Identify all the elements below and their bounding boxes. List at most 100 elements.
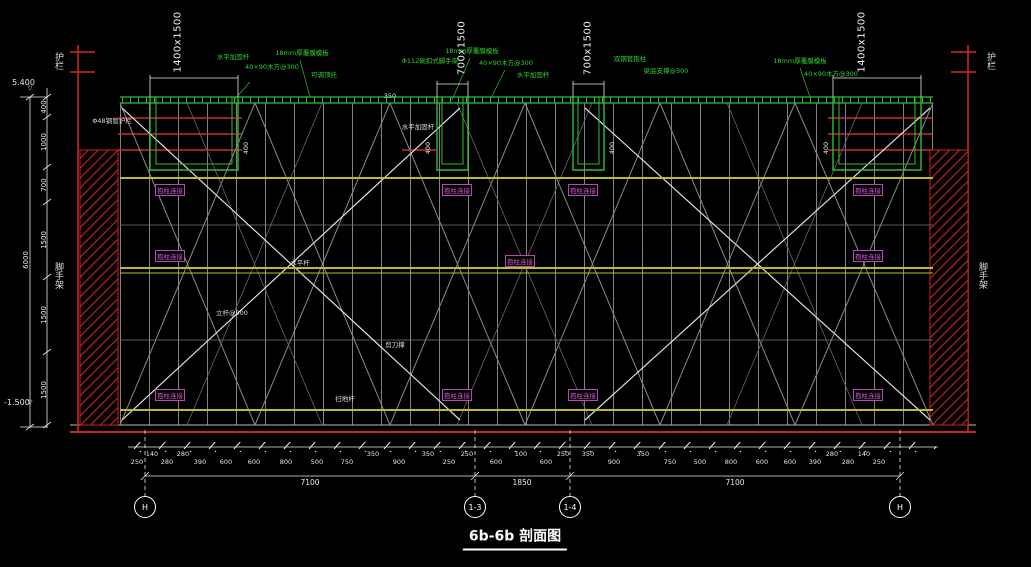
left-wall-hatch <box>79 149 119 426</box>
right-rail-label: 护栏 <box>985 52 995 70</box>
dim-value: 600 <box>489 458 503 466</box>
dim-value: 700 <box>40 178 48 192</box>
connector-label: 抱柱连接 <box>505 255 535 267</box>
annotation-dim: 400 <box>242 141 250 155</box>
connector-label: 抱柱连接 <box>155 184 185 196</box>
annotation-dim: 400 <box>608 141 616 155</box>
dim-value: 280 <box>176 450 190 458</box>
dim-value: 280 <box>825 450 839 458</box>
connector-label: 抱柱连接 <box>853 184 883 196</box>
connector-label: 抱柱连接 <box>568 184 598 196</box>
dim-value: 390 <box>808 458 822 466</box>
grid-bubble: H <box>134 496 156 518</box>
dim-value: 600 <box>539 458 553 466</box>
grid-bubble-circles <box>134 496 911 518</box>
grid-bubble: 1-4 <box>559 496 581 518</box>
dim-value: 750 <box>340 458 354 466</box>
dim-total: 7100 <box>725 478 745 487</box>
dim-value: 600 <box>219 458 233 466</box>
connector-label: 抱柱连接 <box>853 389 883 401</box>
left-scaffold-label: 脚手架 <box>53 262 63 289</box>
dim-value: 350 <box>421 450 435 458</box>
annotation-label: 18mm厚覆膜模板 <box>773 57 827 65</box>
dim-value: 900 <box>392 458 406 466</box>
connector-label: 抱柱连接 <box>568 389 598 401</box>
annotation-label: 梁底支撑@300 <box>643 67 689 75</box>
dim-value: 500 <box>310 458 324 466</box>
dim-value: 250 <box>872 458 886 466</box>
grid-bubble: H <box>889 496 911 518</box>
dim-value: 1500 <box>40 381 48 399</box>
dim-value: 400 <box>40 100 48 114</box>
elevation-marker-icon: ▽ <box>27 398 33 406</box>
grid-bubble: 1-3 <box>464 496 486 518</box>
dim-value: 390 <box>193 458 207 466</box>
drawing-title: 6b-6b 剖面图 <box>462 526 568 551</box>
dim-value: 250 <box>556 450 570 458</box>
annotation-label: 剪刀撑 <box>385 341 405 349</box>
annotation-label: 40×90木方@300 <box>479 59 533 67</box>
dimension-lines <box>20 75 938 497</box>
shear-braces <box>121 107 931 421</box>
dim-value: 800 <box>724 458 738 466</box>
connector-label: 抱柱连接 <box>442 184 472 196</box>
dim-value: 1500 <box>40 306 48 324</box>
dim-value: 800 <box>279 458 293 466</box>
annotation-label: 40×90木方@300 <box>245 63 299 71</box>
dim-value: 350 <box>581 450 595 458</box>
dim-value: 600 <box>755 458 769 466</box>
elevation-marker-icon: ▽ <box>27 84 33 92</box>
dimension-ticks <box>130 442 936 452</box>
formwork-green <box>120 57 933 171</box>
elevation-top: 5.400 <box>12 78 35 87</box>
right-scaffold-label: 脚手架 <box>977 262 987 289</box>
dim-total: 1850 <box>512 478 532 487</box>
secondary-diagonals <box>186 102 863 426</box>
dim-value: 1000 <box>40 133 48 151</box>
dim-value: 350 <box>366 450 380 458</box>
annotation-dim: 400 <box>424 141 432 155</box>
yellow-runners <box>120 177 933 411</box>
dim-total: 6000 <box>22 251 30 269</box>
annotation-label: Φ48钢管护栏 <box>92 117 132 125</box>
dim-value: 250 <box>460 450 474 458</box>
annotation-label: 水平杆 <box>290 259 310 267</box>
column-callout: 1400x1500 <box>856 11 868 73</box>
annotation-label: 18mm厚覆膜模板 <box>445 47 499 55</box>
horizontal-ledgers <box>120 224 933 341</box>
dim-value: 280 <box>160 458 174 466</box>
annotation-label: 水平加固杆 <box>216 53 250 61</box>
dim-value: 600 <box>247 458 261 466</box>
dim-value: 900 <box>607 458 621 466</box>
annotation-label: 双钢管抱柱 <box>613 55 647 63</box>
dim-value: 600 <box>783 458 797 466</box>
red-wall-lines <box>70 45 976 432</box>
dim-value: 1500 <box>40 231 48 249</box>
dim-value: 750 <box>663 458 677 466</box>
annotation-label: 扫地杆 <box>335 395 355 403</box>
dim-value: 280 <box>841 458 855 466</box>
column-callout: 700x1500 <box>582 20 594 76</box>
dim-value: 250 <box>130 458 144 466</box>
annotation-label: 水平加固杆 <box>401 123 435 131</box>
column-callout: 1400x1500 <box>172 11 184 73</box>
connector-label: 抱柱连接 <box>442 389 472 401</box>
annotation-label: 立杆@900 <box>216 309 248 317</box>
dim-value: 500 <box>693 458 707 466</box>
annotation-dim: 400 <box>822 141 830 155</box>
dim-value: 140 <box>145 450 159 458</box>
annotation-dim: 350 <box>383 92 397 100</box>
annotation-label: 水平加固杆 <box>516 71 550 79</box>
annotation-label: 40×90木方@300 <box>804 70 858 78</box>
right-wall-hatch <box>929 149 969 426</box>
left-rail-label: 护栏 <box>53 52 63 70</box>
connector-label: 抱柱连接 <box>853 250 883 262</box>
connector-label: 抱柱连接 <box>155 389 185 401</box>
dim-value: 350 <box>636 450 650 458</box>
dim-value: 250 <box>442 458 456 466</box>
dim-value: 100 <box>514 450 528 458</box>
annotation-label: Φ112碗扣式脚手架 <box>401 57 459 65</box>
connector-label: 抱柱连接 <box>155 250 185 262</box>
